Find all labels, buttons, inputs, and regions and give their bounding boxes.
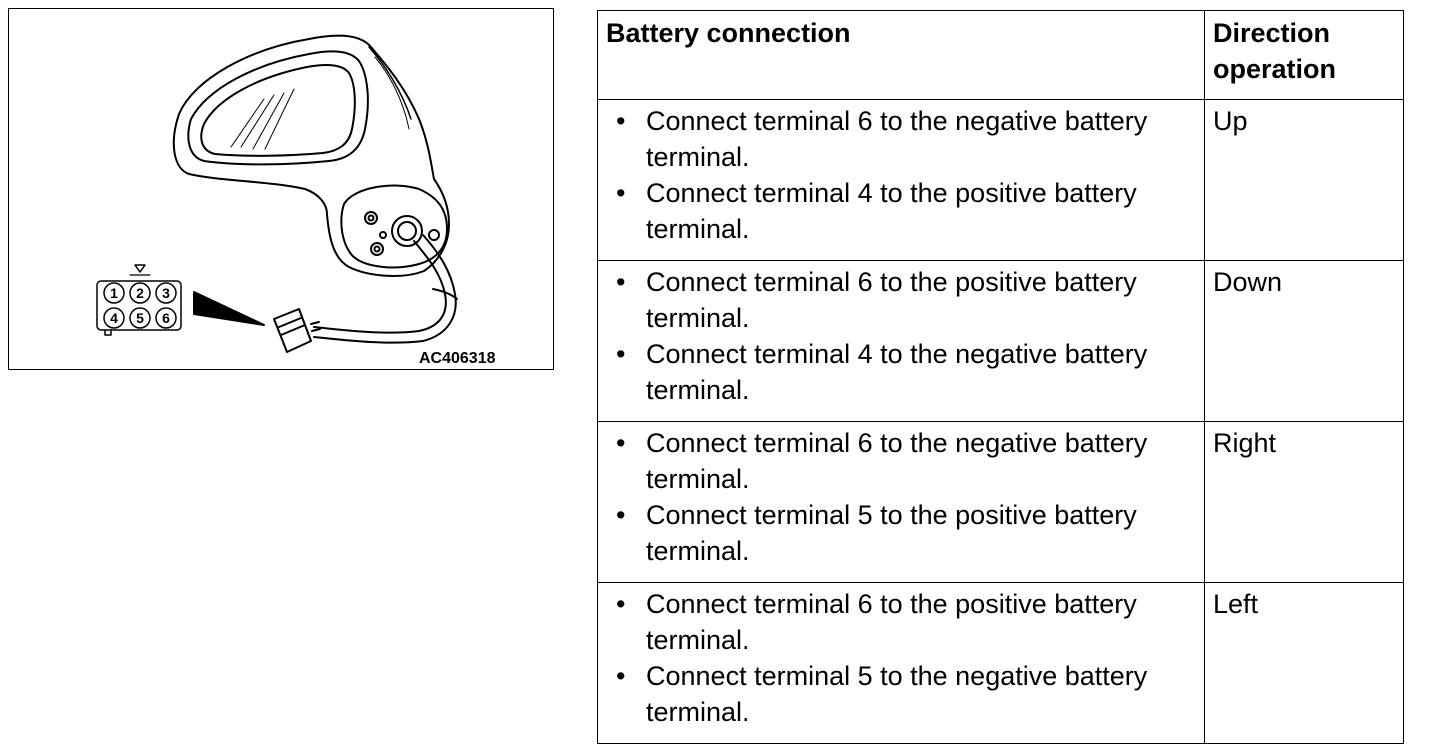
figure-id: AC406318 (419, 350, 496, 367)
direction-cell: Up (1204, 99, 1404, 261)
step-item: Connect terminal 6 to the negative batte… (606, 425, 1196, 497)
step-item: Connect terminal 6 to the positive batte… (606, 586, 1196, 658)
table-header-row: Battery connection Direction operation (597, 10, 1404, 100)
pin-6-label: 6 (162, 310, 170, 326)
door-mirror-illustration: 1 2 3 4 5 6 (96, 34, 458, 353)
step-item: Connect terminal 6 to the negative batte… (606, 103, 1196, 175)
battery-connection-cell: Connect terminal 6 to the negative batte… (597, 421, 1205, 583)
direction-cell: Right (1204, 421, 1404, 583)
table-row: Connect terminal 6 to the positive batte… (597, 260, 1404, 422)
step-item: Connect terminal 5 to the positive batte… (606, 497, 1196, 569)
pointer-arrow (193, 291, 265, 326)
battery-connection-table: Battery connection Direction operation C… (597, 10, 1404, 744)
direction-cell: Left (1204, 582, 1404, 744)
connector-plug (273, 308, 312, 353)
pin-numbers: 1 2 3 4 5 6 (103, 282, 177, 329)
mirror-glass (200, 64, 356, 157)
step-item: Connect terminal 5 to the negative batte… (606, 658, 1196, 730)
table-row: Connect terminal 6 to the positive batte… (597, 582, 1404, 744)
battery-connection-cell: Connect terminal 6 to the positive batte… (597, 582, 1205, 744)
connector-pinout (96, 280, 182, 331)
header-battery-connection: Battery connection (597, 10, 1205, 100)
battery-connection-cell: Connect terminal 6 to the positive batte… (597, 260, 1205, 422)
header-direction-operation: Direction operation (1204, 10, 1404, 100)
pin-3-label: 3 (162, 285, 170, 301)
step-list: Connect terminal 6 to the negative batte… (606, 103, 1196, 247)
step-list: Connect terminal 6 to the positive batte… (606, 586, 1196, 730)
step-list: Connect terminal 6 to the negative batte… (606, 425, 1196, 569)
table-row: Connect terminal 6 to the negative batte… (597, 421, 1404, 583)
mirror-figure: 1 2 3 4 5 6 AC406318 (8, 8, 554, 370)
pin-5-label: 5 (136, 310, 144, 326)
pin-1-label: 1 (110, 285, 118, 301)
mirror-base (340, 184, 448, 269)
direction-cell: Down (1204, 260, 1404, 422)
step-list: Connect terminal 6 to the positive batte… (606, 264, 1196, 408)
table-row: Connect terminal 6 to the negative batte… (597, 99, 1404, 261)
pin-2-label: 2 (136, 285, 144, 301)
pin-4-label: 4 (110, 310, 118, 326)
step-item: Connect terminal 6 to the positive batte… (606, 264, 1196, 336)
step-item: Connect terminal 4 to the positive batte… (606, 175, 1196, 247)
wire-harness (313, 240, 447, 334)
step-item: Connect terminal 4 to the negative batte… (606, 336, 1196, 408)
battery-connection-cell: Connect terminal 6 to the negative batte… (597, 99, 1205, 261)
